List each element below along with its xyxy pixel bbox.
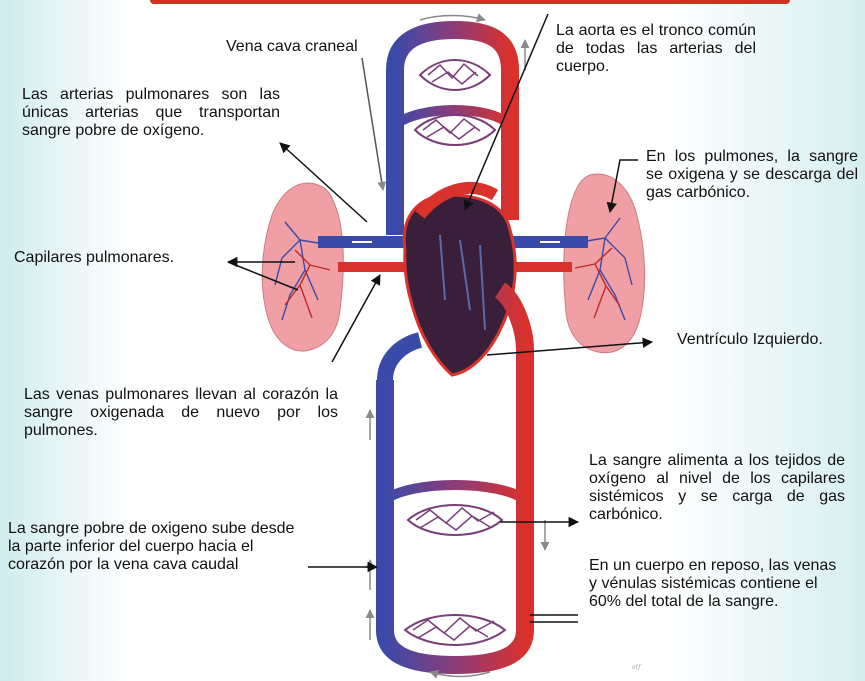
label-aorta: La aorta es el tronco común de todas las… (556, 22, 756, 76)
signature-mark: ᵃˡᶠ (632, 664, 641, 675)
label-ventriculo-izquierdo: Ventrículo Izquierdo. (677, 331, 862, 349)
label-venas-pulmonares: Las venas pulmonares llevan al corazón l… (24, 386, 338, 440)
label-sangre-pobre: La sangre pobre de oxigeno sube desde la… (8, 520, 308, 574)
right-lung (564, 174, 645, 353)
label-sangre-alimenta: La sangre alimenta a los tejidos de oxíg… (589, 452, 845, 524)
label-vena-cava-craneal: Vena cava craneal (226, 38, 396, 56)
label-pulmones: En los pulmones, la sangre se oxigena y … (646, 148, 858, 202)
label-capilares-pulmonares: Capilares pulmonares. (14, 249, 224, 267)
label-arterias-pulmonares: Las arterias pulmonares son las únicas a… (22, 86, 280, 140)
label-cuerpo-reposo: En un cuerpo en reposo, las venas y vénu… (589, 557, 845, 611)
left-lung (262, 183, 343, 351)
